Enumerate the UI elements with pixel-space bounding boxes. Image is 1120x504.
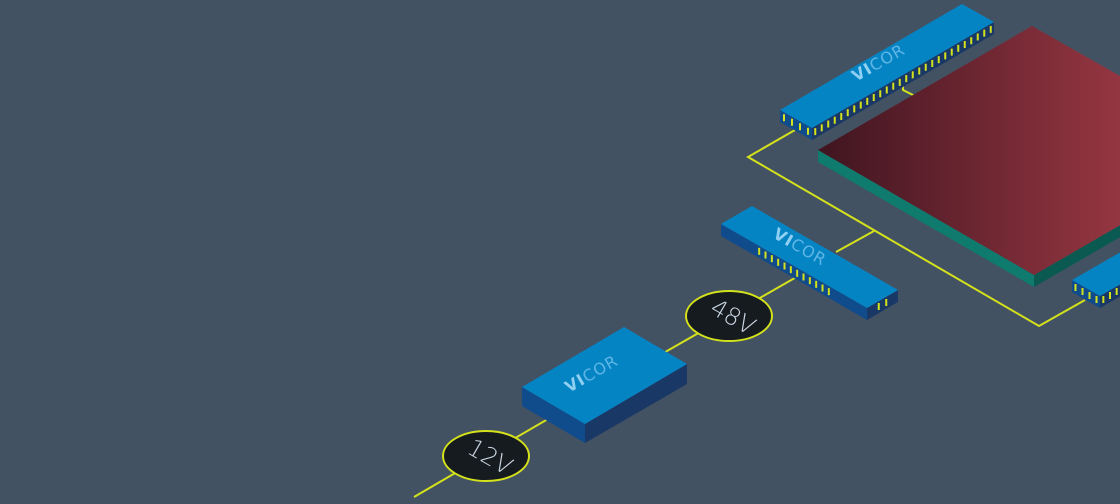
pin bbox=[1081, 288, 1084, 295]
pin bbox=[944, 52, 947, 60]
pin bbox=[783, 114, 785, 122]
pin bbox=[963, 41, 966, 49]
pin bbox=[931, 59, 934, 67]
wire-branch bbox=[835, 230, 875, 253]
pin bbox=[937, 56, 940, 64]
pin bbox=[833, 116, 836, 124]
vicor-module-right bbox=[1072, 252, 1120, 308]
pin bbox=[911, 71, 914, 79]
pin bbox=[827, 120, 830, 128]
pin bbox=[859, 101, 862, 109]
pin bbox=[789, 266, 792, 274]
pin bbox=[846, 109, 849, 117]
pin bbox=[770, 255, 773, 263]
pin bbox=[1095, 296, 1098, 303]
pin bbox=[879, 90, 882, 98]
vicor-converter-block: VICOR bbox=[522, 327, 687, 443]
pin bbox=[872, 94, 875, 102]
vicor-module-top: VICOR bbox=[780, 4, 994, 140]
pin bbox=[989, 25, 992, 33]
pin bbox=[853, 105, 856, 113]
pin bbox=[802, 273, 805, 281]
pin bbox=[1109, 292, 1111, 299]
pin bbox=[840, 112, 843, 120]
pin bbox=[1102, 296, 1105, 303]
pin bbox=[777, 258, 780, 266]
pin bbox=[791, 118, 793, 126]
pin bbox=[957, 44, 960, 52]
processor-die bbox=[818, 26, 1120, 287]
pin bbox=[764, 251, 767, 259]
pin bbox=[877, 303, 880, 310]
pin bbox=[821, 284, 824, 292]
pin bbox=[783, 262, 786, 270]
pin bbox=[808, 277, 811, 285]
module-pins bbox=[783, 25, 992, 136]
pin bbox=[918, 67, 921, 75]
wire-distribution bbox=[746, 129, 1086, 328]
pin bbox=[885, 299, 888, 306]
pin bbox=[950, 48, 953, 56]
pin bbox=[866, 97, 869, 105]
pin bbox=[885, 86, 888, 94]
pin bbox=[970, 37, 973, 45]
pin bbox=[983, 29, 986, 37]
vicor-module-bus: VICOR bbox=[721, 206, 898, 320]
module-pins bbox=[758, 247, 888, 310]
pin bbox=[924, 63, 927, 71]
pin bbox=[807, 127, 809, 135]
pin bbox=[758, 247, 761, 255]
pin bbox=[796, 269, 799, 277]
pin bbox=[905, 75, 908, 83]
pin bbox=[1088, 292, 1091, 299]
pin bbox=[898, 78, 901, 86]
pin bbox=[1074, 284, 1077, 291]
pin bbox=[827, 288, 830, 296]
voltage-badge-12v: 12V bbox=[442, 430, 530, 482]
pin bbox=[815, 280, 818, 288]
pin bbox=[814, 128, 817, 136]
module-pins bbox=[1074, 284, 1118, 303]
pin bbox=[892, 82, 895, 90]
pin bbox=[799, 123, 801, 131]
pin bbox=[820, 124, 823, 132]
pin bbox=[976, 33, 979, 41]
pin bbox=[1115, 288, 1118, 295]
voltage-badge-48v: 48V bbox=[685, 290, 773, 342]
